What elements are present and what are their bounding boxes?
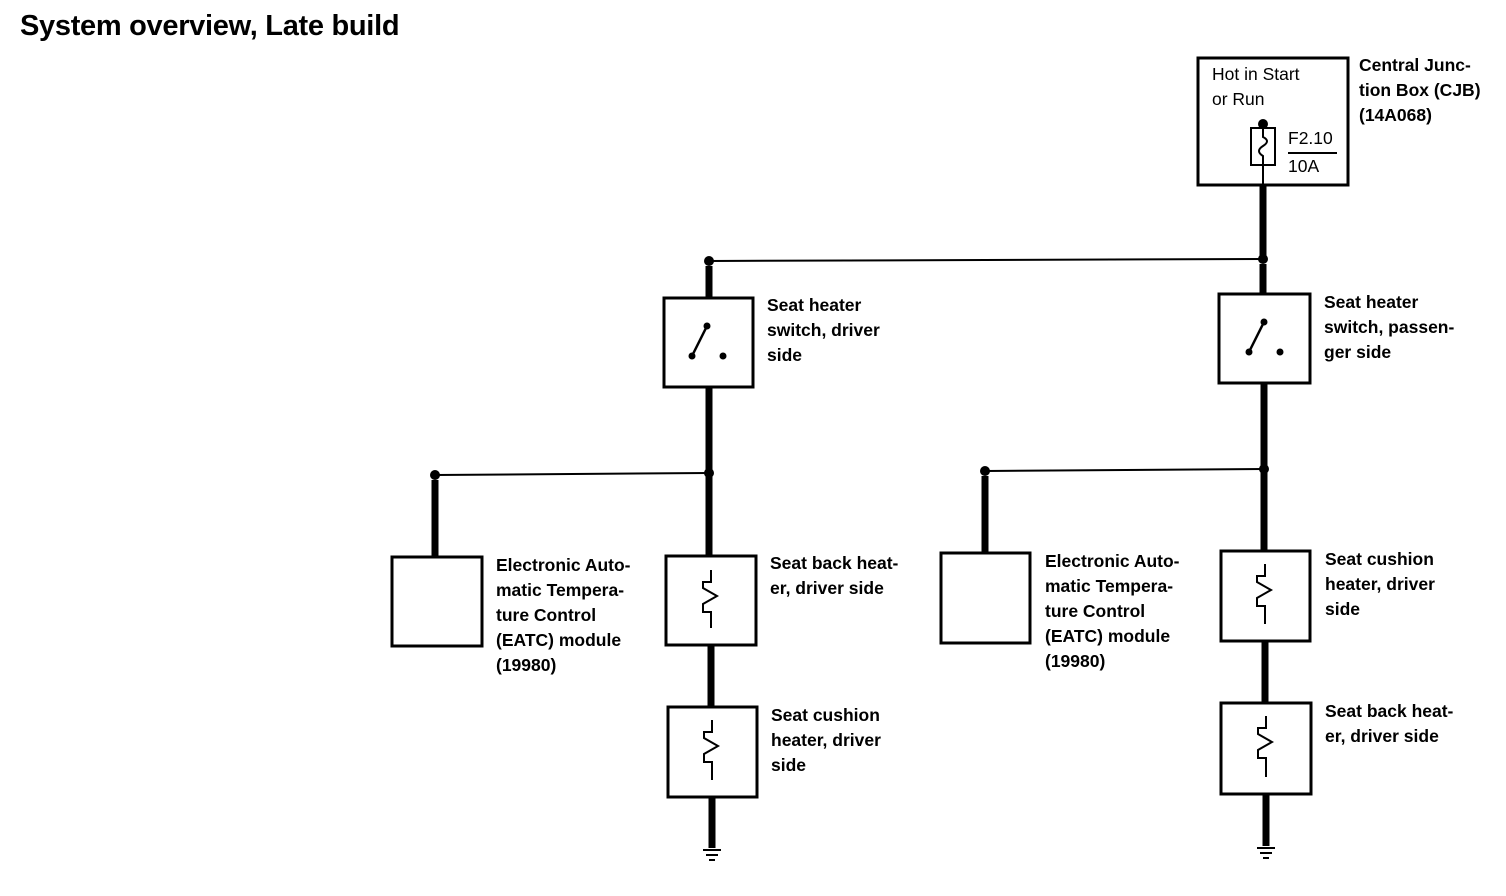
switch-symbol-driver	[688, 322, 727, 360]
ground-symbol-driver	[703, 849, 721, 861]
cjb-box	[1196, 56, 1350, 187]
driver-switch-label: Seat heater switch, driver side	[767, 295, 880, 365]
passenger-eatc-box	[939, 551, 1032, 645]
heater-symbol-passenger-1	[1256, 564, 1274, 624]
junction-dot-passenger-top	[1258, 254, 1268, 264]
eatc-wire-driver	[434, 472, 710, 476]
page-title: System overview, Late build	[20, 10, 400, 42]
cjb-label: Central Junc- tion Box (CJB) (14A068)	[1359, 55, 1481, 125]
heater-symbol-passenger-2	[1257, 716, 1275, 777]
fuse-rating: 10A	[1288, 156, 1320, 176]
driver-eatc-label: Electronic Auto- matic Tempera- ture Con…	[496, 555, 631, 675]
eatc-wire-passenger	[984, 468, 1265, 472]
passenger-switch-box	[1217, 292, 1312, 385]
bus-wire-top	[708, 258, 1264, 262]
ground-symbol-passenger	[1257, 847, 1275, 859]
junction-dot-driver-top	[704, 256, 714, 266]
driver-heater1-label: Seat back heat- er, driver side	[770, 553, 899, 598]
passenger-eatc-label: Electronic Auto- matic Tempera- ture Con…	[1045, 551, 1180, 671]
driver-switch-box	[662, 296, 755, 389]
passenger-switch-label: Seat heater switch, passen- ger side	[1324, 292, 1455, 362]
switch-symbol-passenger	[1245, 318, 1284, 356]
fuse-symbol	[1250, 124, 1337, 185]
passenger-heater1-label: Seat cushion heater, driver side	[1325, 549, 1435, 619]
heater-symbol-driver-2	[703, 720, 721, 780]
driver-heater2-label: Seat cushion heater, driver side	[771, 705, 881, 775]
fuse-id: F2.10	[1288, 128, 1333, 148]
cjb-supply-label: Hot in Start or Run	[1212, 64, 1300, 109]
cjb-junction-dot	[1258, 119, 1268, 129]
driver-eatc-box	[390, 555, 484, 648]
passenger-heater2-label: Seat back heat- er, driver side	[1325, 701, 1454, 746]
heater-symbol-driver-1	[702, 570, 720, 628]
